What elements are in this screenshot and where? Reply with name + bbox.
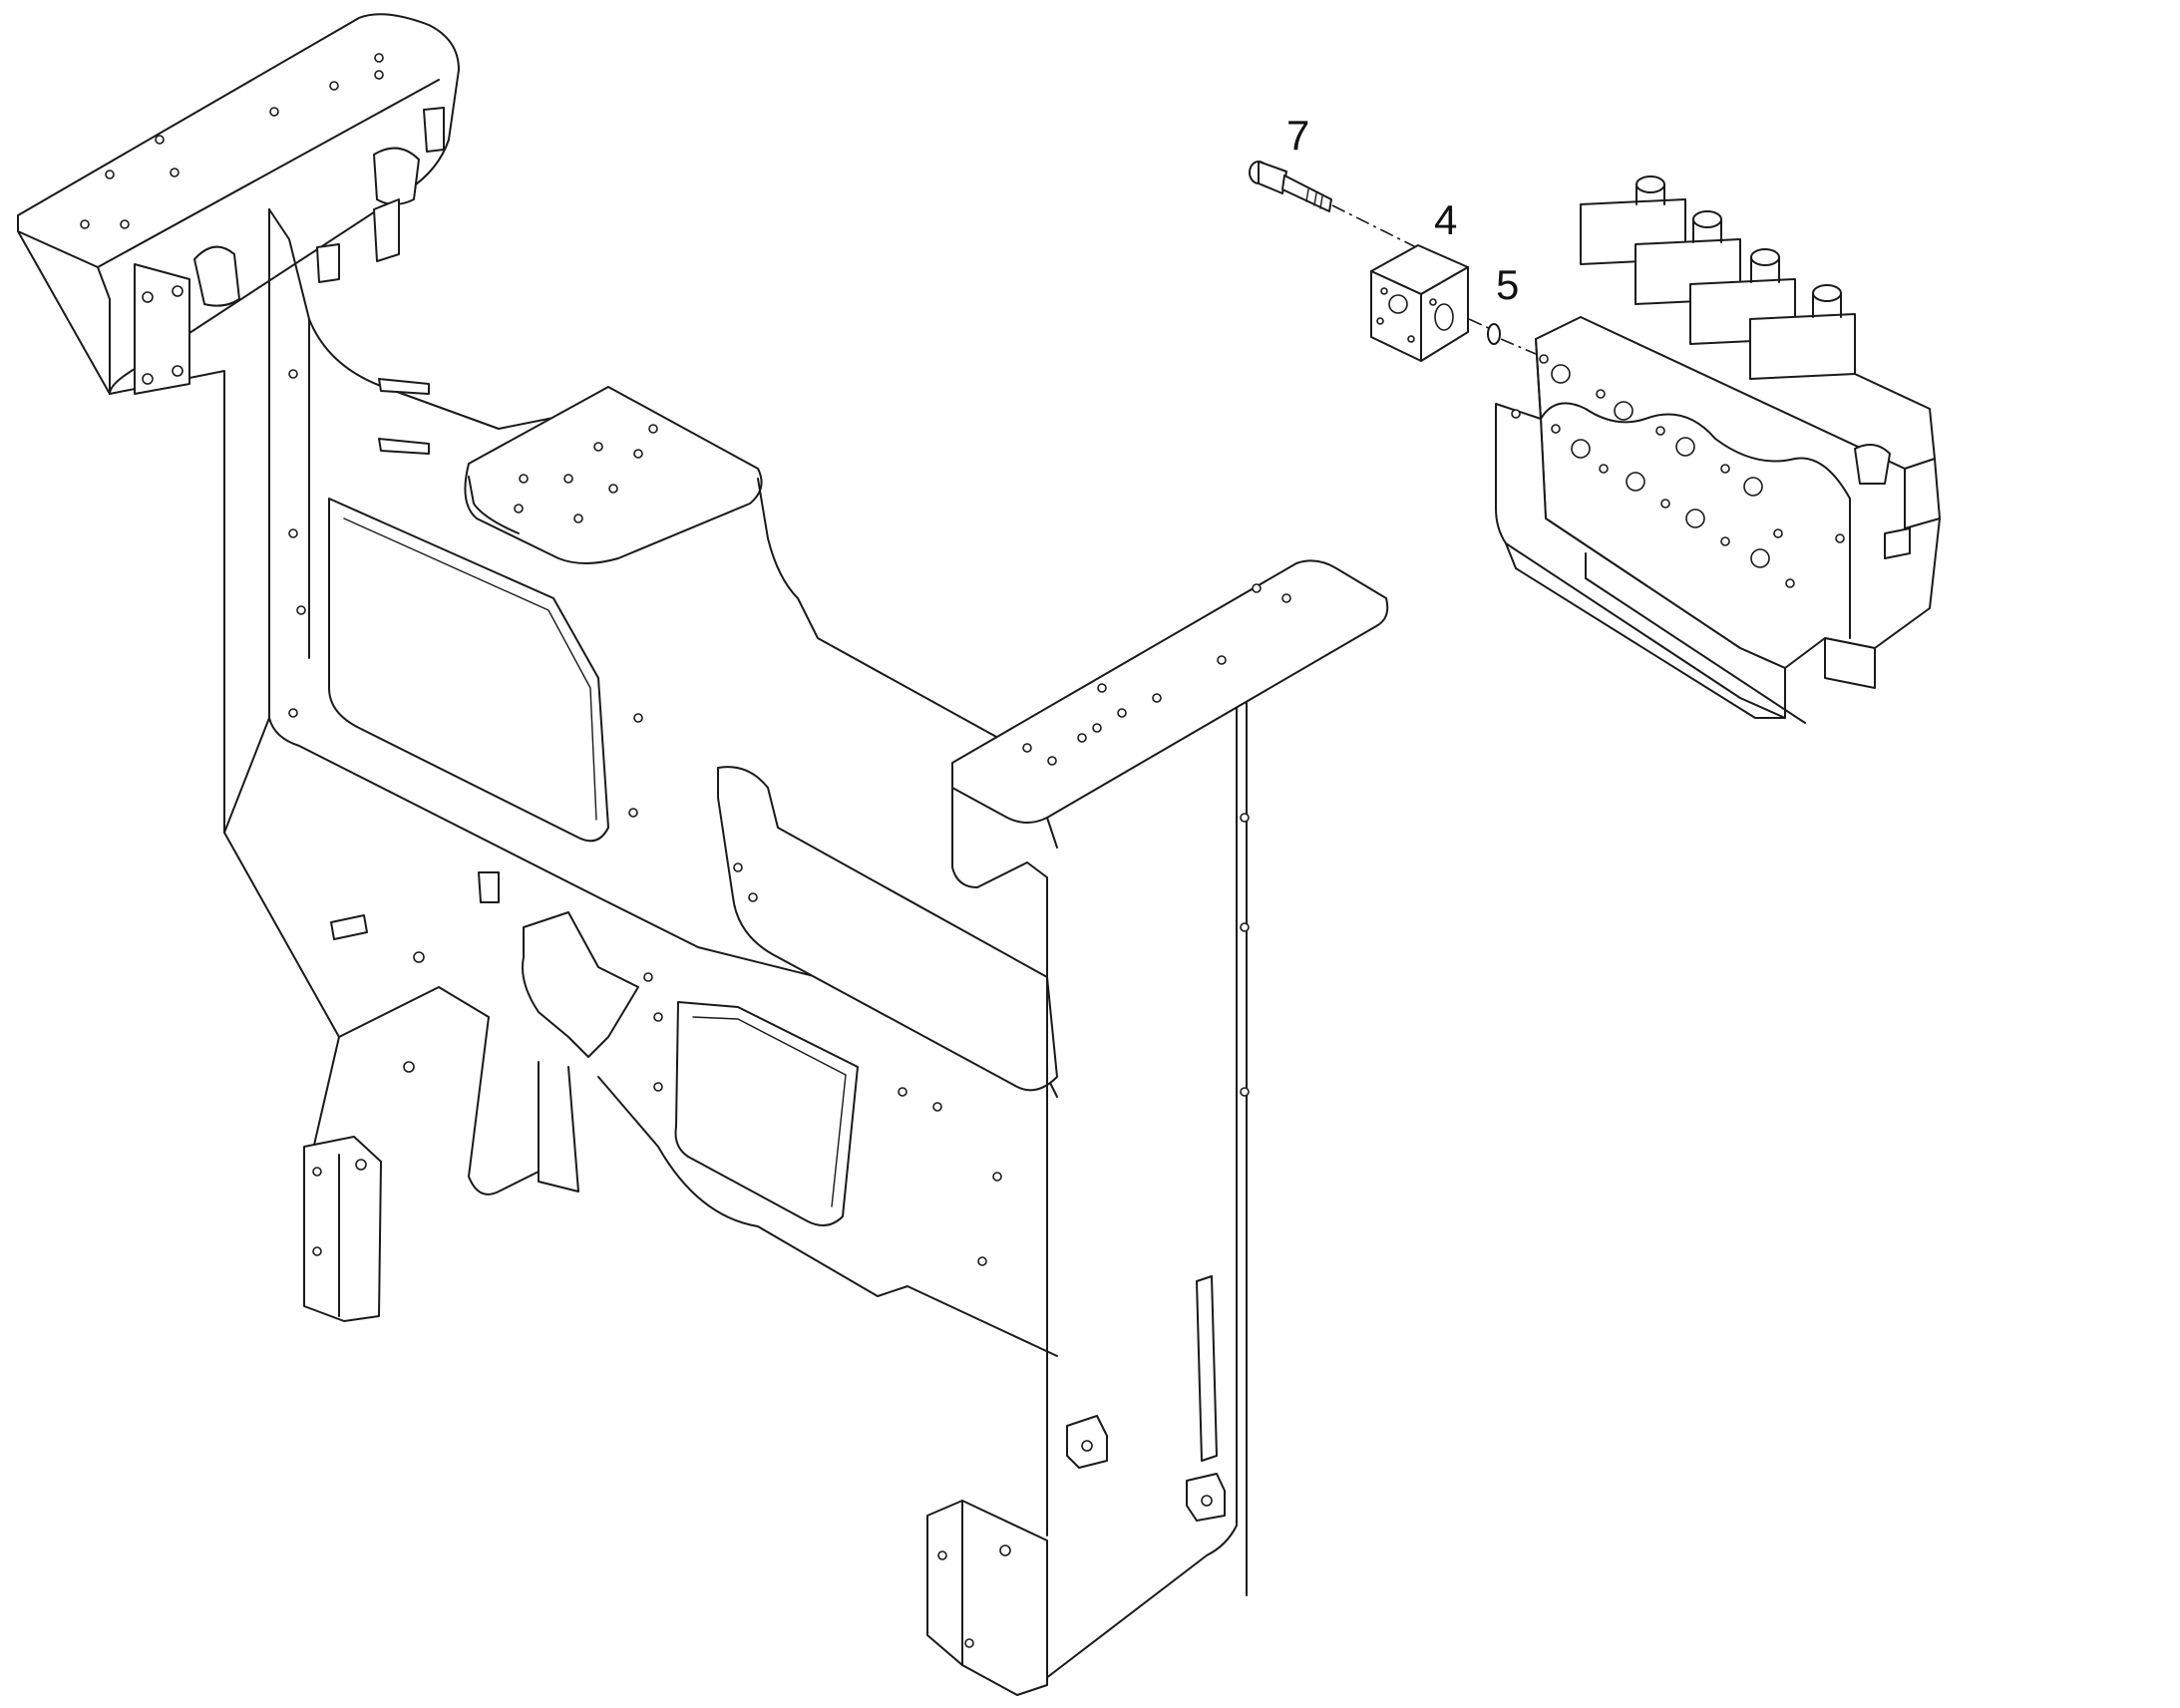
assembly-axis-seal [1468,318,1492,330]
top-left-mounting-plate [17,13,460,395]
control-valve-block [1495,175,1941,724]
right-bottom-foot [926,1500,1048,1696]
lower-cross-member [330,914,1058,1357]
column-bracket-upper [1066,1415,1108,1469]
assembly-axis-valve [1500,338,1537,355]
center-platform-plate [464,386,1008,744]
right-column [1036,702,1250,1686]
callout-label-5: 5 [1496,261,1519,308]
o-ring-part [1487,323,1501,345]
column-bracket-lower [1186,1473,1226,1522]
right-cantilever-arm [951,559,1389,1537]
main-web-plate [223,208,1058,1226]
callout-label-4: 4 [1434,196,1457,243]
bolt-part [1249,161,1332,212]
assembly-axis-bolt [1331,204,1417,248]
callout-label-7: 7 [1286,112,1309,159]
chassis-frame [17,13,1389,1696]
left-outer-column [109,107,445,1168]
adapter-block-part [1370,244,1469,362]
left-bottom-foot [303,1136,382,1322]
